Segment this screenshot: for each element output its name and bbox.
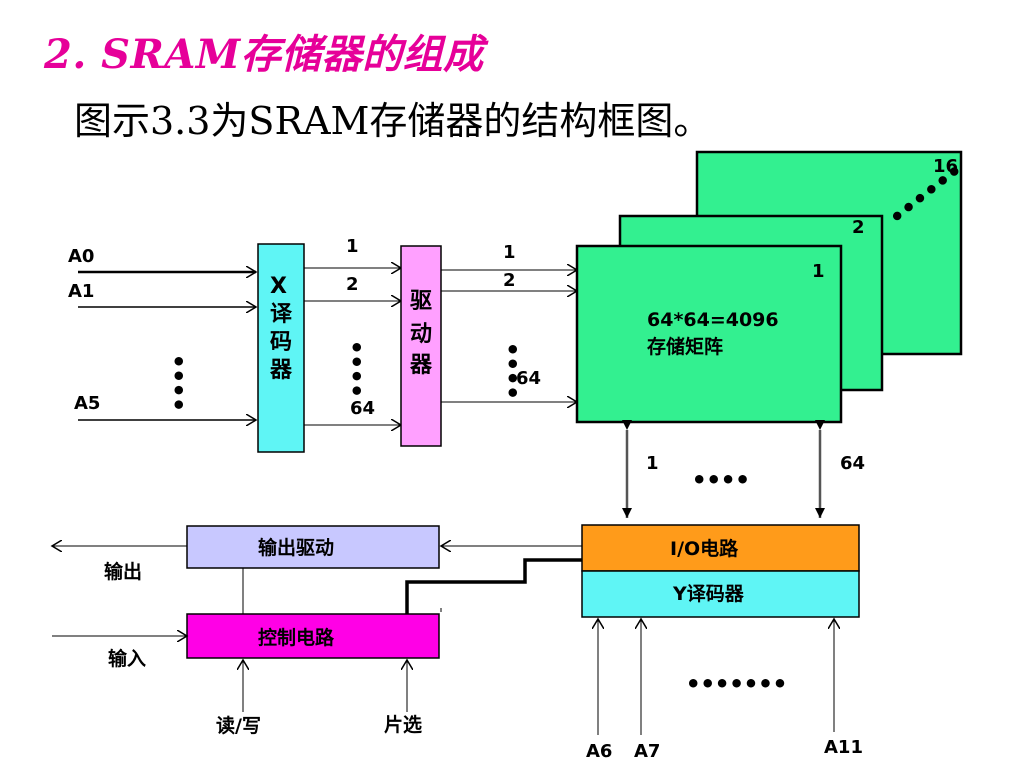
output-driver-block: [186, 525, 440, 569]
row-label-1: 1: [346, 236, 359, 257]
input-a0: A0: [68, 246, 94, 267]
driver-char-3: 器: [409, 353, 433, 378]
plane-label-1: 1: [812, 261, 825, 282]
row-label-64: 64: [350, 398, 375, 419]
x-decoder-block: [257, 243, 305, 453]
x-decoder-char-4: 器: [269, 358, 293, 383]
input-a11: A11: [824, 737, 863, 758]
x-decoder-char-1: X: [270, 274, 287, 299]
decoder-to-driver-lines: [304, 268, 401, 425]
output-label: 输出: [104, 560, 142, 583]
plane-label-2: 2: [852, 217, 865, 238]
cs-label: 片选: [384, 713, 422, 736]
row-label-2: 2: [346, 274, 359, 295]
plane-label-16: 16: [933, 156, 958, 177]
input-a6: A6: [586, 741, 612, 762]
row-label-right-1: 1: [503, 242, 516, 263]
address-ellipsis: ••••: [164, 354, 192, 412]
rw-label: 读/写: [216, 714, 261, 737]
column-label-1: 1: [646, 453, 659, 474]
caption: 图示3.3为SRAM存储器的结构框图。: [74, 99, 712, 143]
io-circuit-label: I/O电路: [670, 537, 739, 560]
y-decoder-label: Y译码器: [672, 583, 745, 605]
row-label-right-2: 2: [503, 270, 516, 291]
matrix-name-label: 存储矩阵: [647, 335, 723, 358]
x-decoder-char-3: 码: [270, 330, 292, 355]
output-driver-label: 输出驱动: [258, 536, 334, 559]
row-ellipsis: ••••: [342, 340, 370, 398]
row-label-right-64: 64: [516, 368, 541, 389]
x-decoder-char-2: 译: [270, 302, 293, 327]
input-a7: A7: [634, 741, 660, 762]
driver-to-matrix-lines: [441, 270, 577, 402]
input-label: 输入: [108, 647, 146, 670]
driver-ellipsis: ••••: [498, 342, 526, 400]
y-address-lines: [598, 619, 834, 735]
control-circuit-block: [186, 613, 440, 659]
driver-char-1: 驱: [410, 289, 432, 314]
column-label-64: 64: [840, 453, 865, 474]
column-lines: [622, 420, 825, 518]
matrix-size-label: 64*64=4096: [647, 309, 779, 331]
input-a1: A1: [68, 281, 94, 302]
driver-block: [400, 245, 442, 447]
page-title: 2. SRAM存储器的组成: [44, 31, 484, 78]
control-to-io-line: [405, 558, 582, 614]
column-ellipsis: ••••: [692, 466, 750, 494]
driver-char-2: 动: [410, 322, 432, 347]
matrix-plane-1: [575, 244, 843, 424]
control-circuit-label: 控制电路: [258, 626, 335, 649]
y-address-ellipsis: •••••••: [686, 670, 787, 698]
address-lines: [78, 272, 256, 420]
y-decoder-block: [581, 570, 860, 618]
input-a5: A5: [74, 393, 100, 414]
